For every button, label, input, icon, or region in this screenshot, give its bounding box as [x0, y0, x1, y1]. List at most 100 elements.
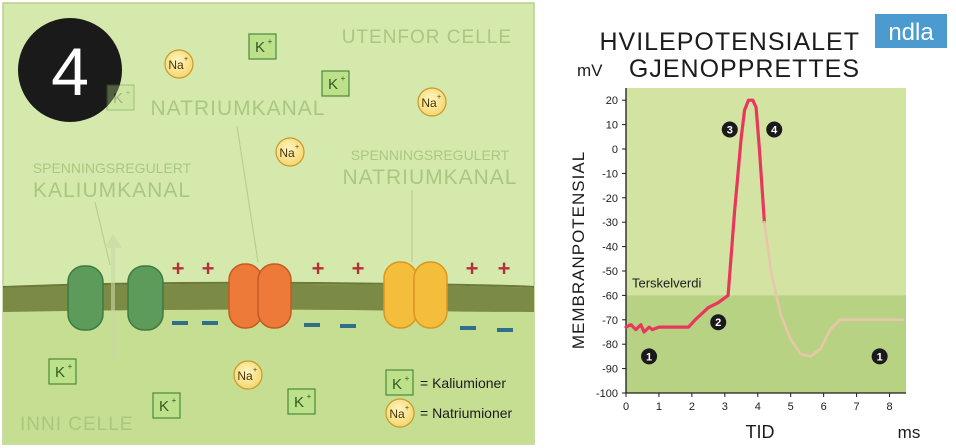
gated-sodium-channel	[383, 261, 448, 329]
kalium-label-leader	[94, 201, 111, 266]
y-tick-label: 0	[612, 144, 618, 156]
svg-text:K: K	[113, 90, 123, 107]
potassium-efflux-arrow	[104, 234, 122, 360]
sodium-ion: Na+	[164, 49, 194, 79]
positive-charge: +	[466, 256, 479, 281]
positive-charge: +	[172, 256, 185, 281]
y-tick-label: -60	[602, 290, 618, 302]
ions: K+K+K+K+K+K+Na+Na+Na+Na+	[48, 33, 447, 419]
negative-charge	[172, 321, 188, 325]
x-axis-label: TID	[746, 422, 775, 442]
positive-charge: +	[312, 256, 325, 281]
ion-legend: K + = Kaliumioner Na + = Natriumioner	[385, 369, 513, 428]
phase-marker: 1	[871, 348, 888, 365]
svg-text:Na: Na	[237, 369, 253, 383]
negative-charge	[340, 324, 356, 328]
svg-text:+: +	[268, 37, 273, 46]
y-axis-label: MEMBRANPOTENSIAL	[569, 151, 588, 349]
natrium-label-leader	[236, 125, 259, 263]
x-tick-label: 7	[854, 401, 860, 413]
chart-title-line2: GJENOPPRETTES	[629, 55, 860, 83]
step-number: 4	[51, 34, 89, 110]
svg-text:+: +	[184, 56, 188, 63]
svg-text:3: 3	[727, 124, 733, 136]
natrium-channel-label: NATRIUMKANAL	[151, 97, 326, 120]
svg-text:K: K	[255, 39, 265, 56]
y-tick-label: 10	[606, 120, 618, 132]
x-tick-label: 4	[755, 401, 761, 413]
y-tick-label: -100	[596, 388, 618, 400]
svg-text:+: +	[295, 144, 299, 151]
y-tick-label: -50	[602, 266, 618, 278]
potassium-ion: K+	[106, 84, 135, 111]
potassium-ion: K+	[321, 70, 350, 97]
negative-charge	[460, 326, 476, 330]
sodium-ion: Na+	[275, 137, 305, 167]
svg-text:+: +	[126, 88, 131, 97]
threshold-label: Terskelverdi	[632, 275, 701, 290]
ndla-logo: ndla	[875, 14, 947, 48]
sodium-ion: Na+	[233, 360, 263, 390]
negative-charge	[202, 321, 218, 325]
x-tick-label: 1	[656, 401, 662, 413]
y-tick-label: -40	[602, 242, 618, 254]
positive-charge: +	[352, 256, 365, 281]
cell-panel: 4 UTENFOR CELLE INNI CELLE NATRIUMKANAL …	[2, 2, 535, 445]
potential-curve-faded	[763, 220, 905, 358]
y-tick-label: -20	[602, 193, 618, 205]
svg-text:K: K	[392, 376, 402, 393]
potential-curve-active	[624, 98, 767, 334]
svg-text:Na: Na	[421, 96, 437, 110]
step-badge: 4	[18, 18, 122, 122]
chart-title-line1: HVILEPOTENSIALET	[599, 28, 860, 56]
outside-cell-label: UTENFOR CELLE	[342, 27, 512, 48]
y-tick-label: -90	[602, 364, 618, 376]
y-tick-label: -70	[602, 315, 618, 327]
svg-text:K: K	[55, 364, 65, 381]
y-tick-label: 20	[606, 95, 618, 107]
legend-natrium-label: = Natriumioner	[420, 405, 513, 421]
x-tick-label: 6	[821, 401, 827, 413]
svg-text:+: +	[307, 392, 312, 401]
svg-text:Na: Na	[168, 58, 184, 72]
svg-text:+: +	[172, 396, 177, 405]
x-unit-label: ms	[898, 423, 921, 442]
potassium-ion: K+	[287, 388, 316, 415]
x-tick-label: 5	[788, 401, 794, 413]
svg-text:Na: Na	[279, 146, 295, 160]
svg-text:K: K	[294, 394, 304, 411]
potassium-ion: K+	[248, 33, 277, 60]
x-tick-label: 8	[886, 401, 892, 413]
svg-text:+: +	[253, 367, 257, 374]
natrium-gated-label-line1: SPENNINGSREGULERT	[351, 147, 510, 163]
inside-cell-label: INNI CELLE	[20, 414, 133, 435]
svg-text:+: +	[341, 74, 346, 83]
y-tick-label: -80	[602, 339, 618, 351]
kalium-gated-label-line1: SPENNINGSREGULERT	[33, 160, 192, 176]
sodium-channel	[228, 263, 292, 329]
phase-marker: 2	[710, 314, 727, 331]
negative-charge	[497, 328, 513, 332]
svg-text:+: +	[68, 362, 73, 371]
legend-natrium-icon: Na +	[385, 398, 415, 428]
svg-text:1: 1	[646, 351, 652, 363]
y-tick-label: -30	[602, 217, 618, 229]
svg-text:ndla: ndla	[888, 19, 934, 46]
potassium-ion: K+	[48, 358, 77, 385]
phase-marker: 4	[766, 121, 783, 138]
positive-charge: +	[498, 256, 511, 281]
x-tick-label: 0	[623, 401, 629, 413]
x-tick-label: 2	[689, 401, 695, 413]
svg-text:1: 1	[877, 351, 883, 363]
phase-marker: 1	[641, 348, 658, 365]
negative-charge	[304, 323, 320, 327]
svg-text:Na: Na	[389, 407, 405, 421]
kalium-gated-label-line2: KALIUMKANAL	[33, 179, 191, 202]
svg-text:+: +	[405, 405, 409, 412]
sodium-ion: Na+	[417, 87, 447, 117]
legend-kalium-icon: K +	[385, 369, 414, 396]
positive-charge: +	[202, 256, 215, 281]
x-tick-label: 3	[722, 401, 728, 413]
svg-text:K: K	[159, 398, 169, 415]
